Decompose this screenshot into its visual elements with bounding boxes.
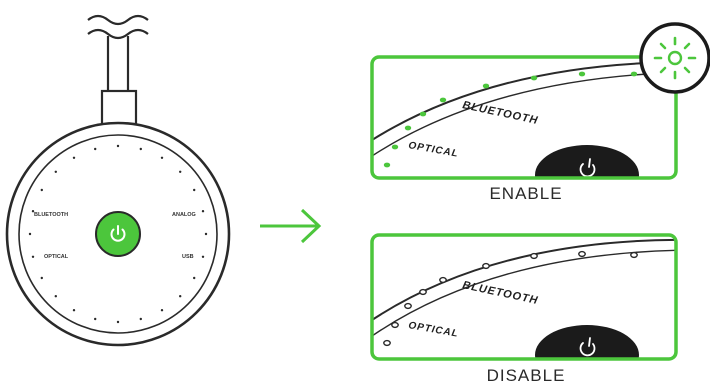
led-dot-on	[630, 71, 638, 77]
indicator-dot	[72, 156, 76, 159]
disable-panel-border	[370, 233, 678, 361]
disable-panel: BLUETOOTH OPTICAL	[370, 233, 678, 361]
cable-break-mark	[87, 28, 149, 40]
device-ring	[18, 134, 218, 334]
led-dot-off	[391, 321, 399, 329]
led-dot-off	[482, 262, 490, 270]
indicator-dot	[40, 188, 43, 192]
disable-caption: DISABLE	[486, 366, 566, 385]
led-dot-off	[530, 252, 538, 260]
led-dot-on	[404, 125, 412, 131]
enable-panel-border	[370, 55, 678, 180]
indicator-dot	[54, 170, 57, 173]
indicator-dot	[116, 320, 120, 324]
led-dot-on	[391, 144, 399, 150]
cable-break-mark	[87, 14, 149, 26]
indicator-dot	[179, 170, 182, 173]
indicator-dot	[204, 232, 208, 236]
led-dot-off	[404, 302, 412, 310]
led-dot-off	[419, 288, 427, 296]
indicator-dot	[201, 255, 205, 258]
led-dot-on	[482, 83, 490, 89]
indicator-dot	[193, 276, 196, 280]
indicator-dot	[193, 188, 196, 192]
indicator-dot	[179, 295, 182, 298]
led-dot-on	[578, 71, 586, 77]
indicator-dot	[40, 276, 43, 280]
speaker-device: BLUETOOTH ANALOG OPTICAL USB	[5, 14, 231, 347]
led-dot-on	[419, 111, 427, 117]
enable-panel: BLUETOOTH OPTICAL	[370, 22, 710, 180]
led-dot-off	[630, 251, 638, 259]
led-dot-on	[383, 162, 391, 168]
led-dots-off	[383, 250, 638, 347]
indicator-dot	[94, 317, 97, 321]
disable-power-button	[535, 325, 639, 359]
indicator-dot	[201, 210, 205, 213]
led-dot-off	[578, 250, 586, 258]
enable-caption: ENABLE	[489, 184, 563, 203]
power-button[interactable]	[95, 211, 141, 257]
light-on-icon	[639, 22, 710, 94]
indicator-dot	[31, 255, 35, 258]
indicator-dot	[160, 156, 164, 159]
led-dot-off	[439, 276, 447, 284]
indicator-dots	[28, 144, 208, 324]
arrow-right-icon	[260, 208, 322, 244]
indicator-dot	[139, 147, 142, 151]
indicator-dot	[94, 147, 97, 151]
device-label-usb: USB	[182, 254, 194, 260]
enable-power-button	[535, 145, 639, 178]
indicator-dot	[54, 295, 57, 298]
indicator-dot	[72, 309, 76, 312]
indicator-dot	[116, 144, 120, 148]
device-label-bluetooth: BLUETOOTH	[34, 212, 68, 218]
indicator-dot	[160, 309, 164, 312]
led-dots-on	[383, 71, 638, 168]
indicator-dot	[31, 210, 35, 213]
led-dot-on	[439, 97, 447, 103]
device-label-analog: ANALOG	[172, 212, 196, 218]
indicator-dot	[28, 232, 32, 236]
power-icon	[110, 225, 126, 242]
indicator-dot	[139, 317, 142, 321]
led-dot-on	[530, 75, 538, 81]
device-label-optical: OPTICAL	[44, 254, 69, 260]
led-dot-off	[383, 339, 391, 347]
